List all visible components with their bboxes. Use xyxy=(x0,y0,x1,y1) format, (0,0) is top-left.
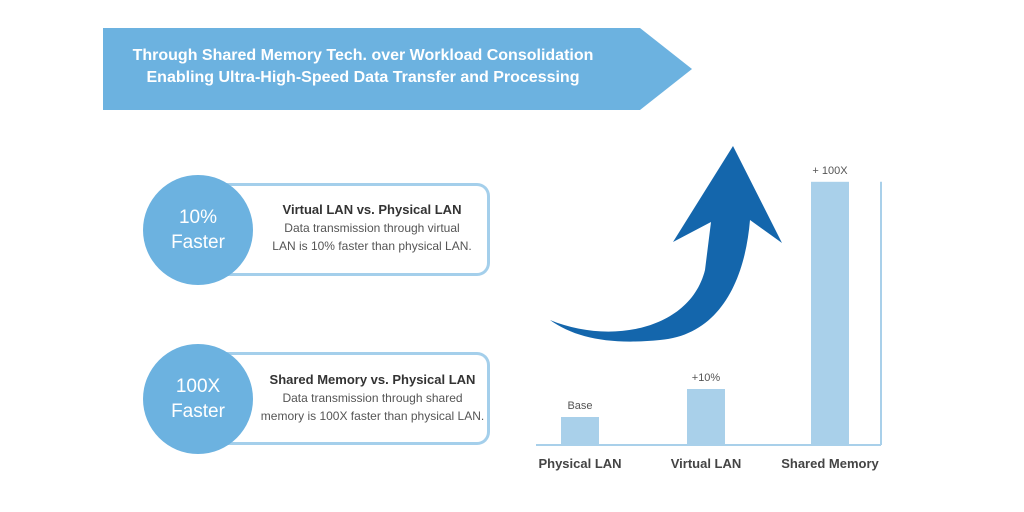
badge-label: Faster xyxy=(171,232,225,253)
card-box xyxy=(218,183,490,276)
bar-shared-memory xyxy=(811,181,849,446)
card-desc-line-2: LAN is 10% faster than physical LAN. xyxy=(272,239,472,253)
card-box xyxy=(218,352,490,445)
bar-virtual-lan xyxy=(687,389,725,445)
bar-value-label: + 100X xyxy=(812,165,848,177)
badge-value: 100X xyxy=(175,376,221,397)
card-text: Shared Memory vs. Physical LAN Data tran… xyxy=(250,371,495,425)
bar-value-label: Base xyxy=(567,400,592,412)
bar-physical-lan xyxy=(561,417,599,445)
card-badge: 10% Faster xyxy=(143,175,253,285)
card-title: Shared Memory vs. Physical LAN xyxy=(269,372,476,387)
card-text: Virtual LAN vs. Physical LAN Data transm… xyxy=(262,201,482,255)
card-desc-line-2: memory is 100X faster than physical LAN. xyxy=(260,409,485,423)
growth-arrow-icon xyxy=(550,146,782,342)
card-badge: 100X Faster xyxy=(143,344,253,454)
category-label: Shared Memory xyxy=(781,456,879,471)
banner-arrow-shape xyxy=(103,28,692,110)
banner-line-2: Enabling Ultra-High-Speed Data Transfer … xyxy=(146,69,580,86)
bar-value-label: +10% xyxy=(692,372,721,384)
banner-line-1: Through Shared Memory Tech. over Workloa… xyxy=(132,47,594,64)
category-label: Physical LAN xyxy=(538,456,621,471)
badge-label: Faster xyxy=(171,401,225,422)
badge-value: 10% xyxy=(178,207,218,228)
category-label: Virtual LAN xyxy=(671,456,742,471)
card-desc-line-1: Data transmission through shared xyxy=(282,391,463,405)
card-title: Virtual LAN vs. Physical LAN xyxy=(282,202,462,217)
card-desc-line-1: Data transmission through virtual xyxy=(284,221,460,235)
banner-title: Through Shared Memory Tech. over Workloa… xyxy=(103,45,623,89)
